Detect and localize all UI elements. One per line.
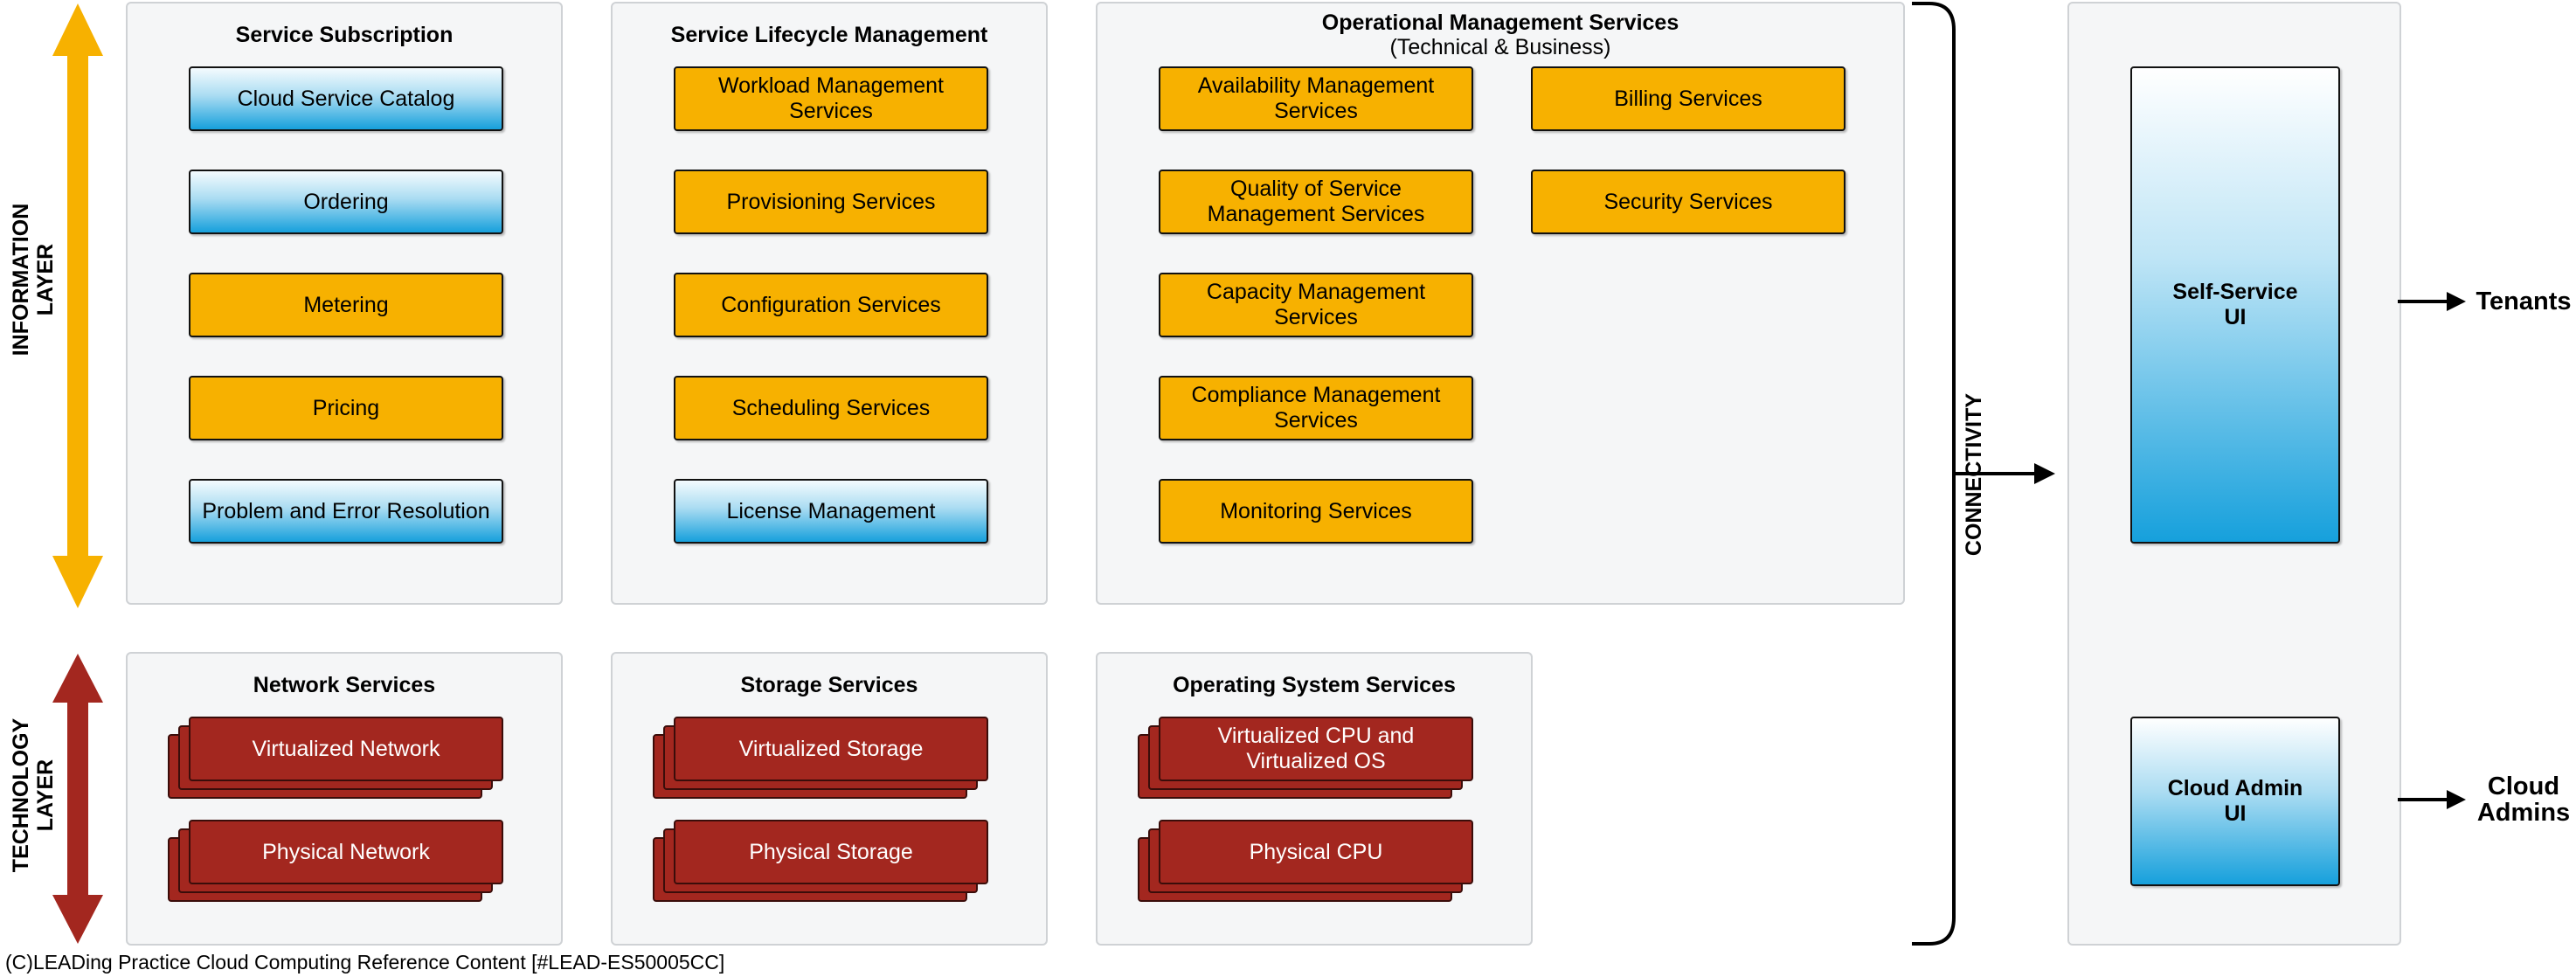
network-services-panel: Network Services Virtualized Network Phy… [126, 652, 563, 946]
storage-services-panel: Storage Services Virtualized Storage Phy… [611, 652, 1048, 946]
tenants-arrow [2398, 292, 2466, 311]
cloud-service-catalog-box: Cloud Service Catalog [189, 66, 503, 131]
monitoring-services-box: Monitoring Services [1159, 479, 1473, 544]
physical-storage-stack: Physical Storage [653, 820, 988, 902]
copyright-footer: (C)LEADing Practice Cloud Computing Refe… [5, 951, 725, 974]
security-services-box: Security Services [1531, 170, 1845, 234]
workload-management-box: Workload Management Services [674, 66, 988, 131]
ordering-box: Ordering [189, 170, 503, 234]
self-service-ui-line2: UI [2224, 305, 2247, 329]
operational-management-title: Operational Management Services [1321, 10, 1679, 35]
information-layer-label: INFORMATION LAYER [9, 184, 61, 376]
physical-cpu-stack: Physical CPU [1138, 820, 1473, 902]
configuration-box: Configuration Services [674, 273, 988, 337]
os-services-panel: Operating System Services Virtualized CP… [1096, 652, 1533, 946]
license-management-box: License Management [674, 479, 988, 544]
service-lifecycle-panel: Service Lifecycle Management Workload Ma… [611, 2, 1048, 605]
billing-services-box: Billing Services [1531, 66, 1845, 131]
provisioning-box: Provisioning Services [674, 170, 988, 234]
virtualized-storage-stack: Virtualized Storage [653, 717, 988, 799]
storage-services-title: Storage Services [740, 673, 918, 697]
cloud-admin-ui-box: Cloud Admin UI [2130, 717, 2340, 886]
information-layer-label-line1: INFORMATION [9, 203, 33, 357]
cloud-admins-arrow [2398, 790, 2466, 809]
cloud-admins-line1: Cloud [2487, 773, 2560, 800]
technology-layer-arrow [52, 654, 103, 944]
virtualized-network-box: Virtualized Network [189, 717, 503, 781]
virtualized-network-stack: Virtualized Network [168, 717, 503, 799]
virtualized-cpu-stack: Virtualized CPU and Virtualized OS [1138, 717, 1473, 799]
physical-storage-box: Physical Storage [674, 820, 988, 884]
cloud-admin-ui-line1: Cloud Admin [2167, 776, 2303, 800]
physical-network-stack: Physical Network [168, 820, 503, 902]
service-lifecycle-title: Service Lifecycle Management [670, 23, 988, 47]
network-services-title: Network Services [253, 673, 436, 697]
problem-error-resolution-box: Problem and Error Resolution [189, 479, 503, 544]
information-layer-arrow [52, 3, 103, 608]
operational-management-panel: Operational Management Services (Technic… [1096, 2, 1905, 605]
connectivity-brace [1912, 2, 2055, 946]
service-subscription-panel: Service Subscription Cloud Service Catal… [126, 2, 563, 605]
compliance-management-box: Compliance Management Services [1159, 376, 1473, 440]
service-subscription-title: Service Subscription [235, 23, 454, 47]
technology-layer-label-line1: TECHNOLOGY [9, 717, 33, 873]
information-layer-label-line2: LAYER [33, 243, 58, 316]
connectivity-label: CONNECTIVITY [1962, 392, 1986, 557]
virtualized-storage-box: Virtualized Storage [674, 717, 988, 781]
os-services-title: Operating System Services [1173, 673, 1456, 697]
ui-panel: Self-Service UI Cloud Admin UI [2067, 2, 2401, 946]
operational-management-subtitle: (Technical & Business) [1389, 35, 1611, 59]
physical-network-box: Physical Network [189, 820, 503, 884]
cloud-admin-ui-line2: UI [2224, 801, 2247, 826]
cloud-admins-line2: Admins [2476, 799, 2571, 827]
physical-cpu-box: Physical CPU [1159, 820, 1473, 884]
technology-layer-label-line2: LAYER [33, 759, 58, 832]
quality-of-service-box: Quality of Service Management Services [1159, 170, 1473, 234]
tenants-label: Tenants [2476, 288, 2572, 315]
cloud-admins-label: Cloud Admins [2471, 773, 2576, 826]
metering-box: Metering [189, 273, 503, 337]
scheduling-box: Scheduling Services [674, 376, 988, 440]
technology-layer-label: TECHNOLOGY LAYER [9, 699, 61, 891]
availability-management-box: Availability Management Services [1159, 66, 1473, 131]
capacity-management-box: Capacity Management Services [1159, 273, 1473, 337]
pricing-box: Pricing [189, 376, 503, 440]
self-service-ui-line1: Self-Service [2172, 280, 2298, 304]
self-service-ui-box: Self-Service UI [2130, 66, 2340, 544]
virtualized-cpu-os-box: Virtualized CPU and Virtualized OS [1159, 717, 1473, 781]
